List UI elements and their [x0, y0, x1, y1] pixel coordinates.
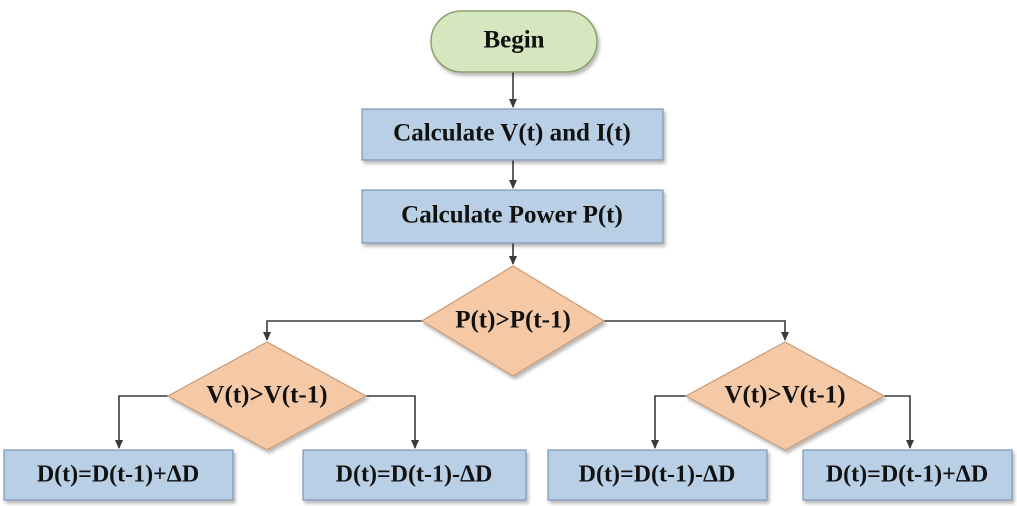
decision-voltage-right-label: V(t)>V(t-1): [724, 382, 845, 409]
calc-power-process: Calculate Power P(t): [361, 189, 664, 244]
decision-voltage-left-label: V(t)>V(t-1): [206, 382, 327, 409]
decision-voltage-right: V(t)>V(t-1): [684, 341, 886, 451]
output-2: D(t)=D(t-1)-ΔD: [302, 449, 527, 501]
begin-label: Begin: [483, 27, 544, 54]
decision-power-label: P(t)>P(t-1): [455, 307, 571, 334]
output-3: D(t)=D(t-1)-ΔD: [547, 449, 768, 501]
output-1: D(t)=D(t-1)+ΔD: [3, 449, 234, 501]
output-4: D(t)=D(t-1)+ΔD: [802, 449, 1013, 501]
edge-decision-power-to-right-voltage: [604, 320, 789, 341]
output-2-label: D(t)=D(t-1)-ΔD: [336, 462, 493, 488]
calc-vi-process: Calculate V(t) and I(t): [361, 108, 664, 161]
edge-left-voltage-to-out-2: [366, 395, 419, 449]
edge-right-voltage-to-out-3: [651, 395, 686, 449]
output-1-label: D(t)=D(t-1)+ΔD: [37, 462, 199, 488]
calc-vi-label: Calculate V(t) and I(t): [393, 120, 631, 147]
decision-voltage-left: V(t)>V(t-1): [166, 341, 368, 451]
begin-terminal: Begin: [430, 10, 598, 73]
output-4-label: D(t)=D(t-1)+ΔD: [826, 462, 988, 488]
edges: [115, 72, 914, 449]
edge-right-voltage-to-out-4: [884, 395, 914, 449]
decision-power: P(t)>P(t-1): [420, 265, 606, 377]
edge-decision-power-to-left-voltage: [263, 320, 422, 341]
output-3-label: D(t)=D(t-1)-ΔD: [579, 462, 736, 488]
calc-power-label: Calculate Power P(t): [401, 202, 623, 229]
edge-left-voltage-to-out-1: [115, 395, 168, 449]
